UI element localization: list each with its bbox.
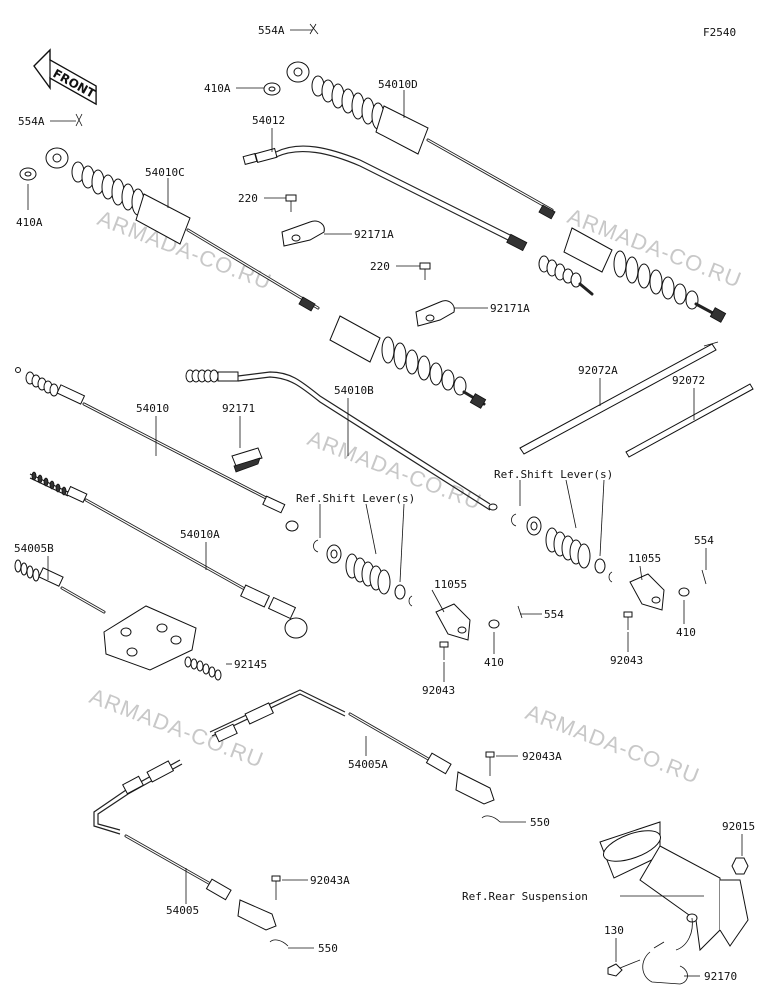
clamp-92171 [231,447,263,473]
callout-130: 130 [604,924,624,937]
callout-554a-left: 554A [18,115,45,128]
callout-92043a-a: 92043A [522,750,562,763]
clip-92170 [642,941,688,985]
callout-92170: 92170 [704,970,737,983]
cable-54012 [242,145,594,296]
cable-54005 [93,759,289,947]
callout-11055-right: 11055 [628,552,661,565]
cable-54010c [45,147,487,409]
callout-54010a: 54010A [180,528,220,541]
callout-92072a: 92072A [578,364,618,377]
watermark: ARMADA-CO.RU [522,699,703,788]
callout-54005a: 54005A [348,758,388,771]
callout-labels: 554A 410A 54010D 554A 54012 54010C 220 4… [14,24,755,983]
callout-92043-right: 92043 [610,654,643,667]
ref-rear-suspension: Ref.Rear Suspension [462,890,588,903]
callout-410a-top: 410A [204,82,231,95]
watermarks: ARMADA-CO.RU ARMADA-CO.RU ARMADA-CO.RU A… [86,203,745,788]
bolt-130 [607,959,641,977]
callout-92171a-a: 92171A [354,228,394,241]
leader-lines [27,29,743,977]
callout-92072: 92072 [672,374,705,387]
callout-410-left: 410 [484,656,504,669]
bolt-220-b [419,262,431,280]
callout-554-left: 554 [544,608,564,621]
cable-54010b [185,369,498,511]
callout-220-b: 220 [370,260,390,273]
pin-554a-left [75,113,83,127]
callout-550-b: 550 [318,942,338,955]
cable-54010 [15,367,299,532]
shift-lever-parts-left [313,539,523,660]
cable-54005b [14,559,197,671]
cable-54010a [29,471,308,639]
callout-54005: 54005 [166,904,199,917]
callout-410-right: 410 [676,626,696,639]
spring-92145 [184,656,222,681]
callout-92015: 92015 [722,820,755,833]
shift-lever-parts-right [511,513,707,630]
ref-shift-lever-left: Ref.Shift Lever(s) [296,492,415,505]
washer-410a-top [263,82,281,96]
callout-410a-left: 410A [16,216,43,229]
rear-suspension-bracket [599,821,749,952]
washer-410a-left [19,167,37,181]
clamp-92171a-a [281,220,325,247]
cable-54005a [209,689,501,823]
callout-550-a: 550 [530,816,550,829]
bolt-220-a [285,194,297,212]
callout-220-a: 220 [238,192,258,205]
nut-92015 [731,857,749,875]
callout-92145: 92145 [234,658,267,671]
callout-92043a-b: 92043A [310,874,350,887]
ref-shift-lever-right: Ref.Shift Lever(s) [494,468,613,481]
figure-code: F2540 [703,26,736,39]
cable-tie-92072a [519,341,719,455]
pin-554a-top [309,23,319,35]
callout-54010b: 54010B [334,384,374,397]
callout-54010: 54010 [136,402,169,415]
callout-92043-left: 92043 [422,684,455,697]
callout-54012: 54012 [252,114,285,127]
callout-92171: 92171 [222,402,255,415]
callout-554-right: 554 [694,534,714,547]
callout-54010d: 54010D [378,78,418,91]
cable-tie-92072 [625,383,754,458]
watermark: ARMADA-CO.RU [86,683,267,772]
callout-554a-top: 554A [258,24,285,37]
callout-92171a-b: 92171A [490,302,530,315]
callout-54005b: 54005B [14,542,54,555]
clamp-92171a-b [415,300,455,327]
front-arrow-icon: FRONT [33,48,98,106]
cable-54010d [286,61,727,323]
callout-11055-left: 11055 [434,578,467,591]
callout-54010c: 54010C [145,166,185,179]
